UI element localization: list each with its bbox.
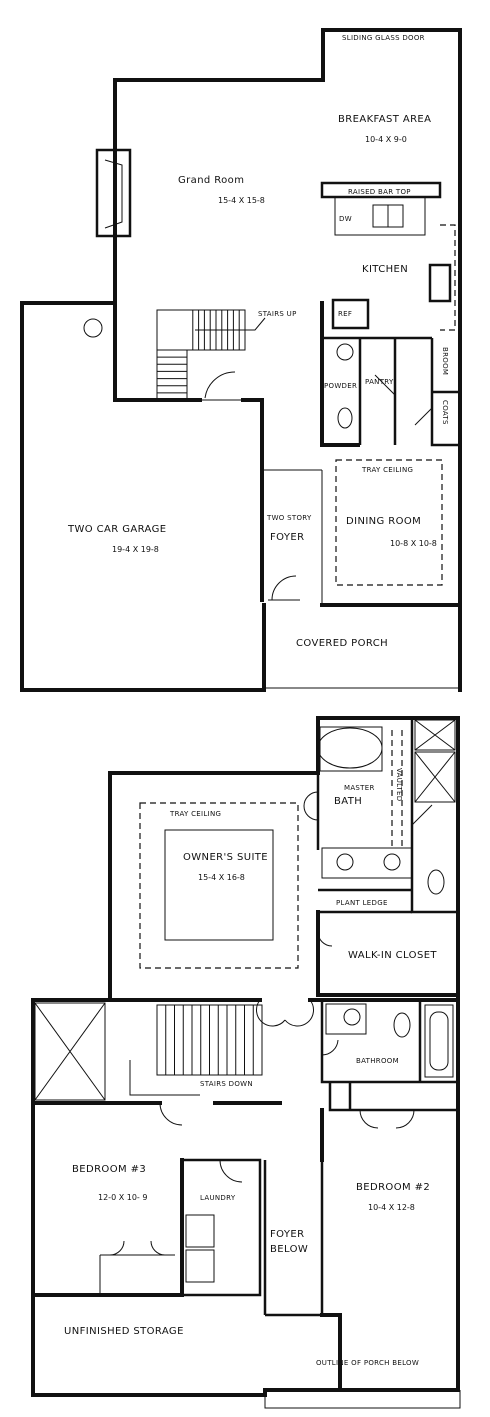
- washer: [185, 1214, 215, 1248]
- powder-sink: [336, 343, 354, 361]
- laundry-label: LAUNDRY: [200, 1194, 236, 1202]
- garage-wall: [113, 301, 264, 602]
- open-to-below: [34, 1002, 106, 1101]
- owners-suite-label: OWNER'S SUITE: [183, 852, 268, 863]
- ref-label: REF: [338, 310, 352, 318]
- dishwasher-label: DW: [339, 215, 352, 223]
- master-tub: [317, 727, 383, 769]
- sliding-glass-door-label: SLIDING GLASS DOOR: [342, 34, 425, 42]
- master-bath-label-1: MASTER: [344, 784, 375, 792]
- foyer-label: FOYER: [270, 532, 304, 543]
- dining-room-dims: 10-8 X 10-8: [390, 539, 437, 548]
- owners-tray-ceiling: [139, 802, 299, 969]
- bathroom-tub: [424, 1004, 454, 1078]
- powder-toilet: [337, 407, 353, 429]
- covered-porch-outline: [263, 605, 460, 689]
- raised-bar-top-label: RAISED BAR TOP: [348, 188, 411, 196]
- first-floor: [20, 28, 462, 692]
- owners-suite-dims: 15-4 X 16-8: [198, 873, 245, 882]
- two-story-label: TWO STORY: [266, 514, 312, 522]
- kitchen-counter: [334, 197, 426, 236]
- powder-label: POWDER: [324, 382, 357, 390]
- garage-dims: 19-4 X 19-8: [112, 545, 159, 554]
- raised-bar-top: [320, 181, 442, 199]
- garage-label: TWO CAR GARAGE: [67, 524, 166, 535]
- fireplace: [95, 148, 132, 238]
- walk-in-closet-label: WALK-IN CLOSET: [348, 950, 437, 961]
- bedroom3-label: BEDROOM #3: [72, 1164, 146, 1175]
- dining-tray-ceiling-label: TRAY CEILING: [361, 466, 413, 474]
- breakfast-area-dims: 10-4 X 9-0: [365, 135, 407, 144]
- unfinished-storage-label: UNFINISHED STORAGE: [64, 1326, 184, 1337]
- master-bath-label-2: BATH: [334, 796, 362, 807]
- pantry-label: PANTRY: [365, 378, 394, 386]
- owners-tray-ceiling-label: TRAY CEILING: [169, 810, 221, 818]
- dining-room-label: DINING ROOM: [346, 516, 421, 527]
- outline-porch-label: OUTLINE OF PORCH BELOW: [316, 1359, 419, 1367]
- stairs-up: [156, 309, 246, 401]
- vaulted-label: VAULTED: [395, 768, 403, 801]
- door-swing: [200, 371, 243, 401]
- coats-label: COATS: [441, 400, 449, 425]
- foyer-below-label-1: FOYER: [270, 1229, 304, 1240]
- breakfast-area-label: BREAKFAST AREA: [338, 114, 431, 125]
- master-toilet: [427, 869, 445, 895]
- second-floor: [31, 716, 461, 1409]
- plant-ledge-label: PLANT LEDGE: [336, 899, 388, 907]
- broom-label: BROOM: [441, 347, 449, 375]
- covered-porch-label: COVERED PORCH: [296, 638, 388, 649]
- range: [428, 263, 452, 303]
- shower: [414, 751, 456, 803]
- bathroom-sink: [343, 1008, 361, 1026]
- kitchen-label: KITCHEN: [362, 264, 408, 275]
- bedroom2-label: BEDROOM #2: [356, 1182, 430, 1193]
- bedroom3-dims: 12-0 X 10- 9: [98, 1193, 147, 1202]
- stairs-down-label: STAIRS DOWN: [200, 1080, 253, 1088]
- grand-room-dims: 15-4 X 15-8: [218, 196, 265, 205]
- dryer: [185, 1249, 215, 1283]
- bathroom-label: BATHROOM: [356, 1057, 399, 1065]
- refrigerator: [331, 298, 370, 330]
- grand-room-label: Grand Room: [178, 175, 244, 186]
- foyer-below-label-2: BELOW: [270, 1244, 308, 1255]
- water-heater: [83, 318, 103, 338]
- stairs-up-label: STAIRS UP: [258, 310, 297, 318]
- bedroom2-dims: 10-4 X 12-8: [368, 1203, 415, 1212]
- dining-tray-ceiling: [335, 459, 443, 586]
